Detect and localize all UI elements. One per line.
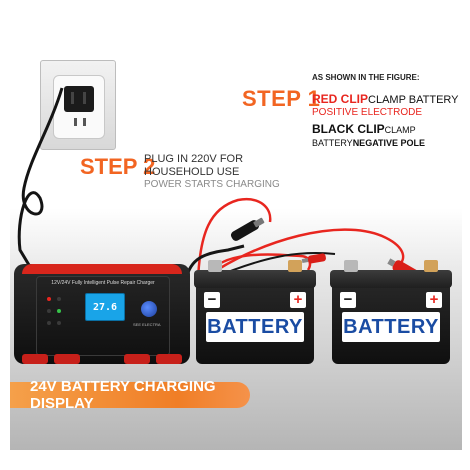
charger-panel: 12V/24V Fully Intelligent Pulse Repair C… [36,276,170,356]
charger-top-trim [22,264,182,274]
wall-outlet [40,60,116,150]
plus-icon: + [290,292,306,308]
negative-pole-line: BATTERYNEGATIVE POLE [312,138,425,148]
led-icon [47,297,51,301]
negative-terminal [208,260,222,272]
black-clip-rest: CLAMP [384,125,416,135]
led-icon [57,309,61,313]
positive-terminal [288,260,302,272]
step2-line3: POWER STARTS CHARGING [144,179,280,190]
step2-line1: PLUG IN 220V FOR [144,153,244,165]
black-clip-line: BLACK CLIPCLAMP [312,122,416,136]
charger-mode-button[interactable] [141,301,157,317]
battery-1: − + BATTERY [194,260,316,364]
charging-display-banner: 24V BATTERY CHARGING DISPLAY [10,378,250,412]
black-clip [230,217,265,241]
negative-pole-text: NEGATIVE POLE [352,138,426,148]
step1-label: STEP 1 [242,86,321,111]
plus-icon: + [426,292,442,308]
positive-electrode-text: POSITIVE ELECTRODE [312,107,423,118]
red-clip-line: RED CLIPCLAMP BATTERY [312,92,459,106]
battery-2: − + BATTERY [330,260,452,364]
battery-label: BATTERY [342,312,440,342]
red-clip-text: RED CLIP [312,92,369,106]
charger-title: 12V/24V Fully Intelligent Pulse Repair C… [51,280,155,286]
negative-terminal [344,260,358,272]
black-clip-text: BLACK CLIP [312,122,385,136]
battery-word: BATTERY [312,138,353,148]
charger-brand: SEE ELECTRA [133,322,161,327]
charger-indicator-leds [47,297,77,337]
red-clip-1 [301,253,326,264]
outlet-plate [53,75,105,139]
outlet-slots [74,118,86,126]
charger-feet [22,354,182,364]
led-icon [57,297,61,301]
led-icon [47,321,51,325]
minus-icon: − [204,292,220,308]
battery-top [330,270,452,288]
product-photo: STEP 1 AS SHOWN IN THE FIGURE: RED CLIPC… [10,18,462,450]
minus-icon: − [340,292,356,308]
charger-lcd-display: 27.6 [85,293,125,321]
positive-terminal [424,260,438,272]
battery-charger: 12V/24V Fully Intelligent Pulse Repair C… [14,264,190,364]
power-plug [64,86,94,112]
led-icon [47,309,51,313]
battery-label: BATTERY [206,312,304,342]
battery-top [194,270,316,288]
banner-text: 24V BATTERY CHARGING DISPLAY [30,378,216,412]
shown-label: AS SHOWN IN THE FIGURE: [312,73,420,82]
step2-label: STEP 2 [80,154,156,179]
red-clip-rest: CLAMP BATTERY [368,94,459,106]
led-icon [57,321,61,325]
step2-line2: HOUSEHOLD USE [144,166,240,178]
